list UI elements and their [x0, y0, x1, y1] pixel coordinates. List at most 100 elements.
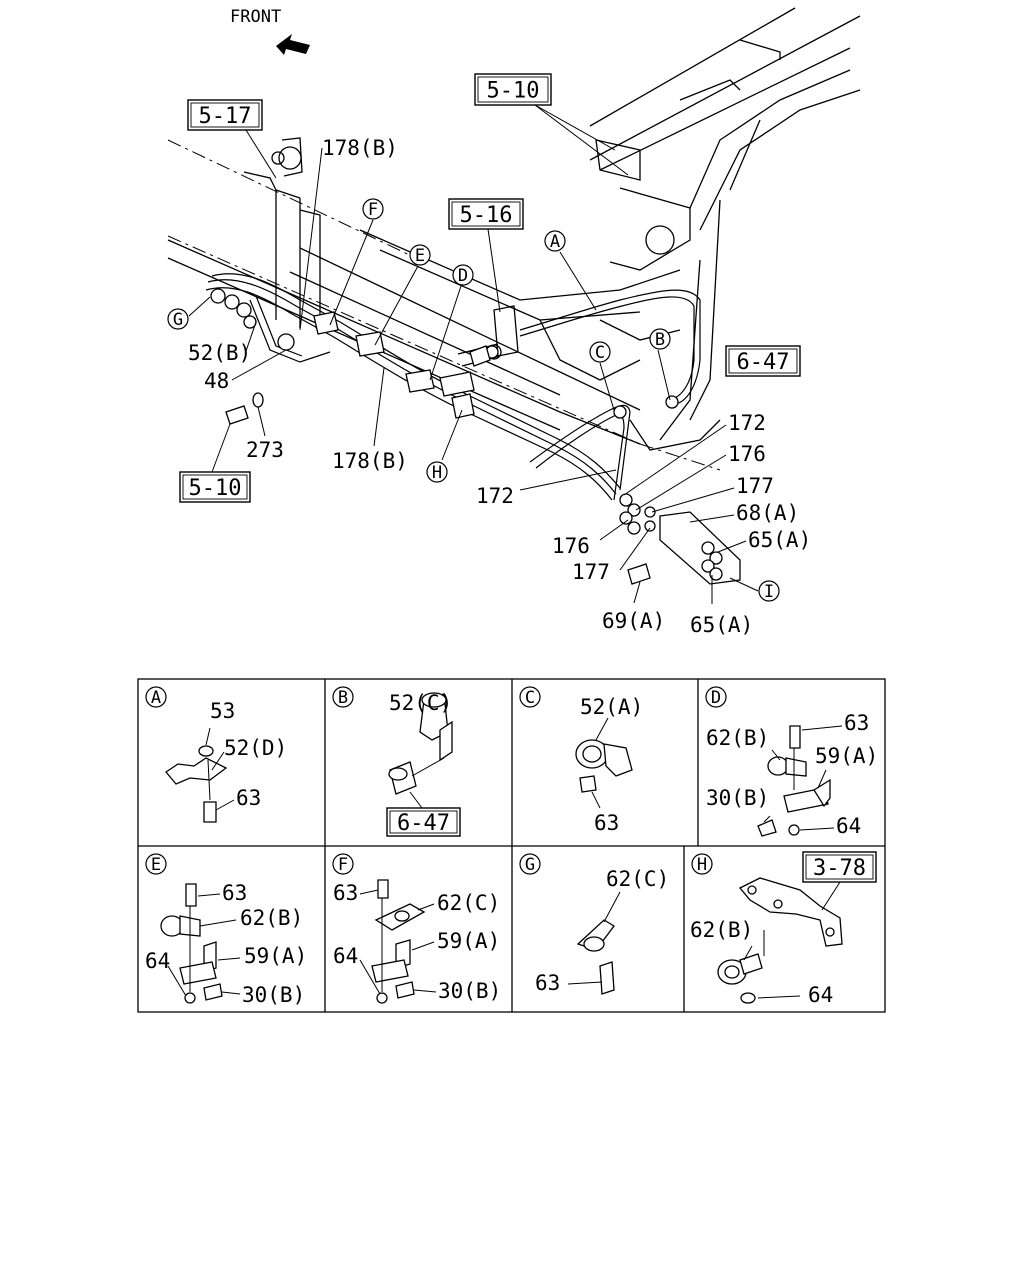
detail-letter: B — [338, 688, 348, 708]
detail-panel-G: G 62(C) 63 — [519, 853, 669, 995]
detail-part-label: 63 — [594, 811, 619, 835]
part-label-l14: 69(A) — [602, 609, 665, 633]
detail-part-label: 62(B) — [690, 918, 753, 942]
detail-part-label: 64 — [808, 983, 833, 1007]
detail-part-label: 64 — [145, 949, 170, 973]
callout-letter: I — [764, 582, 774, 602]
detail-letter: F — [338, 855, 348, 875]
ref-box-label: 6-47 — [737, 350, 790, 375]
detail-part-label: 53 — [210, 699, 235, 723]
part-label-l10: 68(A) — [736, 501, 799, 525]
detail-part-label: 63 — [236, 786, 261, 810]
detail-part-label: 30(B) — [706, 786, 769, 810]
detail-part-label: 62(B) — [240, 906, 303, 930]
part-label-l4: 273 — [246, 438, 284, 462]
callout-D: D — [452, 264, 474, 286]
detail-part-label: 59(A) — [437, 929, 500, 953]
detail-part-label: 62(C) — [606, 867, 669, 891]
detail-part-label: 30(B) — [438, 979, 501, 1003]
detail-panel-D: D 63 62(B) 59(A) 30(B) 64 — [705, 686, 878, 838]
callout-C: C — [589, 341, 611, 363]
detail-part-label: 63 — [844, 711, 869, 735]
ref-box-r3: 5-16 — [448, 198, 524, 230]
detail-letter: H — [697, 855, 707, 875]
front-indicator: FRONT — [230, 7, 310, 55]
ref-box-label: 5-10 — [487, 79, 540, 104]
detail-part-label: 62(B) — [706, 726, 769, 750]
callout-letter: B — [655, 330, 665, 350]
detail-panel-A: A 53 52(D) 63 — [145, 686, 287, 810]
callout-markers: F E D A G B C H I — [167, 198, 780, 602]
detail-panel-H: H 62(B) 64 3-78 — [690, 851, 877, 1007]
detail-part-label: 30(B) — [242, 983, 305, 1007]
detail-part-label: 52(A) — [580, 695, 643, 719]
callout-H: H — [426, 461, 448, 483]
ref-box-r2: 5-10 — [474, 73, 552, 106]
detail-drawings — [160, 692, 843, 1004]
front-arrow-icon — [276, 34, 310, 55]
detail-ref-box: 6-47 — [386, 807, 461, 837]
detail-ref-box: 3-78 — [802, 851, 877, 883]
part-label-l3: 48 — [204, 369, 229, 393]
detail-part-label: 62(C) — [437, 891, 500, 915]
detail-part-label: 59(A) — [815, 744, 878, 768]
part-label-l1: 178(B) — [322, 136, 398, 160]
detail-letter: D — [711, 688, 721, 708]
part-label-l9: 177 — [736, 474, 774, 498]
callout-I: I — [758, 580, 780, 602]
front-label: FRONT — [230, 7, 281, 27]
ref-box-label: 5-17 — [199, 104, 252, 129]
part-label-l8: 176 — [728, 442, 766, 466]
part-label-l13: 177 — [572, 560, 610, 584]
part-label-l6: 172 — [476, 484, 514, 508]
part-label-l5: 178(B) — [332, 449, 408, 473]
callout-F: F — [362, 198, 384, 220]
part-label-l11: 65(A) — [748, 528, 811, 552]
detail-part-label: 52(C) — [389, 691, 452, 715]
callout-G: G — [167, 308, 189, 330]
detail-ref-label: 6-47 — [397, 811, 450, 836]
ref-box-label: 5-16 — [460, 203, 513, 228]
leader-lines — [188, 104, 759, 604]
callout-letter: A — [550, 232, 560, 252]
detail-panel-C: C 52(A) 63 — [519, 686, 643, 835]
callout-letter: G — [173, 310, 183, 330]
chassis-illustration — [167, 7, 861, 585]
detail-part-label: 63 — [222, 881, 247, 905]
callout-letter: C — [595, 343, 605, 363]
part-label-l12: 176 — [552, 534, 590, 558]
detail-letter: E — [151, 855, 161, 875]
callout-letter: D — [458, 266, 468, 286]
ref-box-r1: 5-17 — [187, 99, 263, 131]
callout-letter: E — [415, 246, 425, 266]
detail-letter: G — [525, 855, 535, 875]
part-label-l7: 172 — [728, 411, 766, 435]
detail-part-label: 63 — [535, 971, 560, 995]
detail-letter: C — [525, 688, 535, 708]
part-label-l15: 65(A) — [690, 613, 753, 637]
detail-part-label: 63 — [333, 881, 358, 905]
ref-box-r4: 6-47 — [725, 345, 801, 377]
callout-letter: F — [368, 200, 378, 220]
detail-panel-F: F 63 62(C) 59(A) 64 30(B) — [332, 853, 501, 1003]
callout-E: E — [409, 244, 431, 266]
detail-part-label: 64 — [836, 814, 861, 838]
callout-letter: H — [432, 463, 442, 483]
detail-grid — [137, 678, 886, 1013]
detail-panel-B: B 52(C) 6-47 — [332, 686, 461, 837]
callout-B: B — [649, 328, 671, 350]
reference-boxes: 5-17 5-10 5-16 6-47 5-10 — [179, 73, 801, 503]
callout-A: A — [544, 230, 566, 252]
detail-letter: A — [151, 688, 161, 708]
ref-box-r5: 5-10 — [179, 471, 251, 503]
detail-part-label: 52(D) — [224, 736, 287, 760]
part-label-l2: 52(B) — [188, 341, 251, 365]
detail-ref-label: 3-78 — [813, 856, 866, 881]
ref-box-label: 5-10 — [189, 476, 242, 501]
detail-part-label: 59(A) — [244, 944, 307, 968]
detail-part-label: 64 — [333, 944, 358, 968]
